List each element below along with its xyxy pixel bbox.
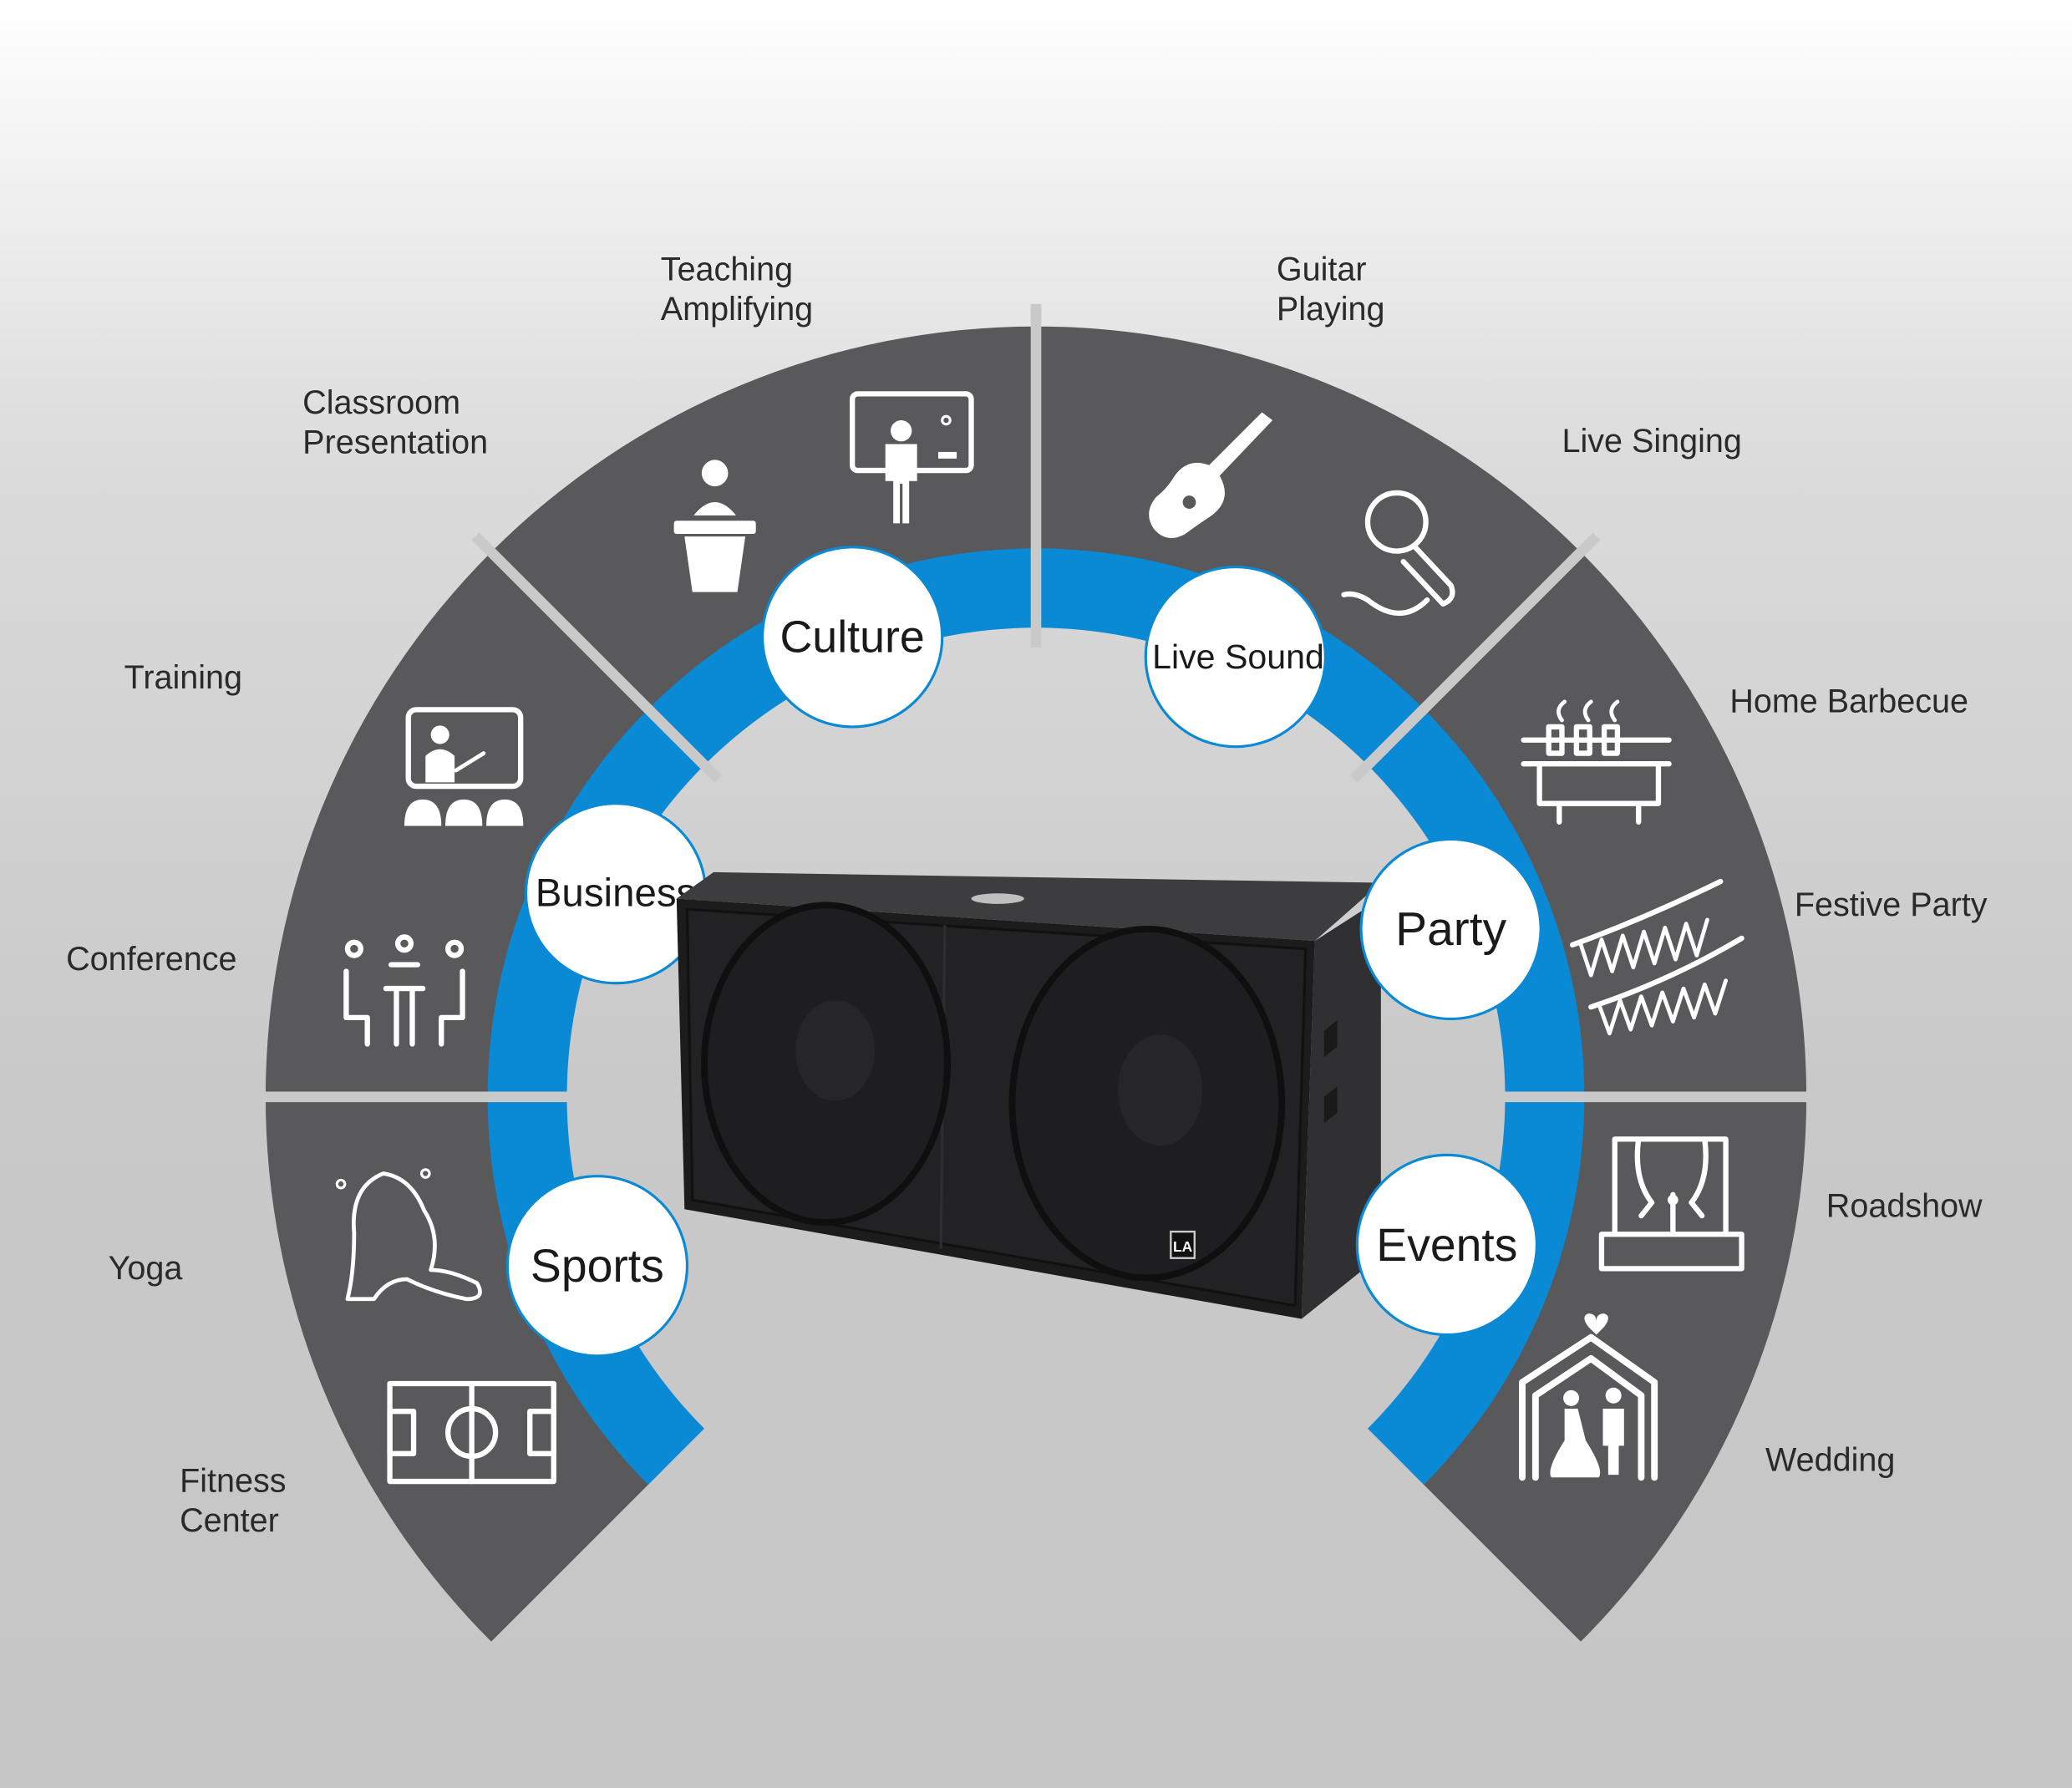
guitar-icon — [1149, 412, 1273, 539]
football-field-icon — [387, 1380, 556, 1485]
category-sports[interactable]: Sports — [505, 1175, 689, 1358]
category-culture[interactable]: Culture — [761, 546, 944, 729]
stage-icon — [1598, 1136, 1744, 1272]
category-label: Culture — [780, 612, 924, 662]
label-conference: Conference — [66, 941, 236, 978]
wedding-icon — [1519, 1313, 1658, 1481]
label-roadshow: Roadshow — [1826, 1188, 1983, 1225]
conference-icon — [343, 934, 465, 1047]
category-label: Party — [1395, 902, 1506, 956]
yoga-icon — [335, 1168, 482, 1302]
sector-divider — [1349, 532, 1601, 784]
label-classroom-2: Presentation — [302, 424, 488, 461]
label-live-singing: Live Singing — [1562, 423, 1741, 460]
blue-ring-arc — [487, 548, 1585, 1485]
subwoofer-speaker-image: LA — [676, 871, 1381, 1319]
podium-icon — [673, 460, 756, 592]
sector-dividers — [243, 303, 1829, 1103]
category-label: Sports — [531, 1240, 664, 1292]
bunting-icon — [1569, 878, 1744, 1036]
sector-divider — [471, 532, 723, 784]
label-home-barbecue: Home Barbecue — [1729, 683, 1968, 720]
sector-party — [1409, 551, 1807, 1097]
label-fitness-1: Fitness — [180, 1463, 286, 1500]
category-business[interactable]: Business — [524, 802, 708, 985]
label-guitar-1: Guitar — [1277, 251, 1367, 287]
category-label: Live Sound — [1152, 637, 1324, 676]
label-fitness-2: Center — [180, 1502, 279, 1539]
speaker-logo: LA — [1173, 1238, 1193, 1255]
label-yoga: Yoga — [109, 1250, 183, 1287]
category-party[interactable]: Party — [1359, 837, 1542, 1021]
label-classroom-1: Classroom — [302, 384, 460, 421]
category-label: Business — [536, 871, 696, 916]
label-guitar-2: Playing — [1277, 291, 1385, 328]
training-icon — [404, 707, 524, 826]
microphone-icon — [1341, 490, 1455, 617]
category-live-sound[interactable]: Live Sound — [1144, 565, 1327, 749]
blue-ring — [487, 548, 1585, 1485]
label-wedding: Wedding — [1765, 1441, 1895, 1478]
category-events[interactable]: Events — [1355, 1153, 1539, 1337]
barbecue-icon — [1521, 699, 1672, 825]
label-teaching-1: Teaching — [661, 251, 793, 287]
category-label: Events — [1376, 1219, 1517, 1271]
sector-sports — [265, 1096, 663, 1642]
label-training: Training — [124, 659, 242, 696]
label-teaching-2: Amplifying — [661, 291, 813, 328]
sector-live-sound — [1036, 326, 1582, 724]
label-festive-party: Festive Party — [1795, 886, 1988, 923]
